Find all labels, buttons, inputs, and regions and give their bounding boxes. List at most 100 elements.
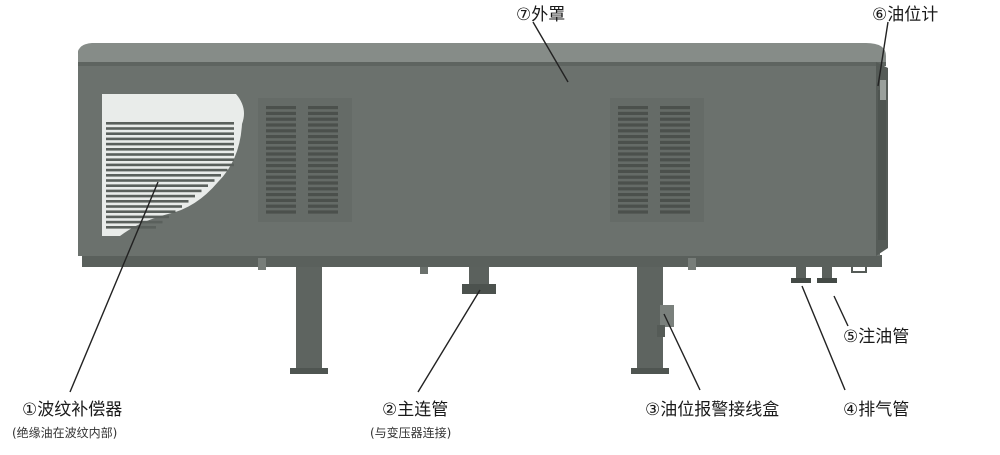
louver-slat: [660, 135, 690, 139]
louver-slat: [660, 204, 690, 208]
bellows-fin: [106, 127, 234, 130]
louver-slat: [266, 152, 296, 156]
louver-slat: [266, 181, 296, 185]
louver-slat: [266, 129, 296, 133]
label-compensator: ①波纹补偿器: [22, 400, 123, 420]
louver-slat: [660, 181, 690, 185]
louver-slat: [266, 198, 296, 202]
louver-slat: [266, 187, 296, 191]
oil-gauge: [880, 80, 886, 100]
bellows-fin: [106, 137, 234, 141]
label-alarm-box: ③油位报警接线盒: [645, 400, 780, 420]
bellows-fin: [106, 226, 156, 229]
louver-slat: [266, 146, 296, 150]
louver-slat: [660, 129, 690, 133]
louver-slat: [308, 117, 338, 121]
oil-level-alarm-box: [657, 305, 674, 337]
louver-slat: [266, 123, 296, 127]
louver-slat: [618, 111, 648, 115]
louver-slat: [618, 164, 648, 168]
louver-slat: [266, 135, 296, 139]
louver-slat: [618, 106, 648, 110]
louver-slat: [660, 175, 690, 179]
louver-slat: [266, 204, 296, 208]
louver-slat: [618, 129, 648, 133]
bellows-fin: [106, 215, 169, 219]
louver-slat: [266, 106, 296, 110]
louver-slat: [308, 193, 338, 197]
louver-slat: [308, 129, 338, 133]
louver-slat: [618, 193, 648, 197]
louver-slat: [660, 123, 690, 127]
louver-slat: [660, 140, 690, 144]
louver-slat: [266, 140, 296, 144]
main-connecting-pipe: [420, 262, 496, 294]
bellows-fin: [106, 194, 195, 198]
bellows-fin: [106, 220, 163, 224]
louver-slat: [618, 158, 648, 162]
bellows-compensator: [102, 94, 244, 236]
louver-slat: [618, 152, 648, 156]
louver-slat: [308, 204, 338, 208]
louver-slat: [660, 198, 690, 202]
leader-lines: [69, 21, 889, 393]
louver-slat: [308, 140, 338, 144]
louver-slat: [618, 140, 648, 144]
louver-slat: [660, 146, 690, 150]
louver-slat: [660, 158, 690, 162]
louver-slat: [660, 152, 690, 156]
bellows-fin: [106, 168, 228, 172]
support-leg-left: [296, 262, 322, 374]
louver-slat: [308, 175, 338, 179]
louver-slat: [618, 181, 648, 185]
louver-slat: [660, 210, 690, 214]
louver-slat: [308, 111, 338, 115]
label-main-pipe: ②主连管: [382, 400, 449, 420]
louver-slat: [618, 210, 648, 214]
bellows-fin: [106, 200, 189, 203]
louver-slat: [618, 204, 648, 208]
louver-slat: [266, 169, 296, 173]
louver-slat: [266, 193, 296, 197]
support-leg-right: [637, 262, 663, 374]
louver-slat: [618, 146, 648, 150]
louver-slat: [308, 146, 338, 150]
label-filling-pipe: ⑤注油管: [843, 327, 910, 347]
louver-slat: [308, 198, 338, 202]
louver-slat: [308, 123, 338, 127]
louver-group-left: [258, 98, 352, 222]
louver-slat: [266, 164, 296, 168]
bellows-fin: [106, 179, 215, 182]
bellows-fin: [106, 132, 234, 135]
bellows-fin: [106, 148, 234, 151]
louver-slat: [618, 123, 648, 127]
louver-slat: [618, 169, 648, 173]
louver-slat: [660, 111, 690, 115]
louver-slat: [308, 152, 338, 156]
louver-slat: [308, 135, 338, 139]
louver-slat: [308, 158, 338, 162]
bellows-fin: [106, 142, 234, 146]
louver-slat: [266, 175, 296, 179]
louver-slat: [266, 158, 296, 162]
label-main-pipe-note: (与变压器连接): [370, 426, 452, 440]
support-legs: [290, 262, 669, 374]
louver-slat: [266, 111, 296, 115]
louver-slat: [660, 164, 690, 168]
louver-slat: [660, 106, 690, 110]
louver-slat: [618, 135, 648, 139]
louver-slat: [308, 169, 338, 173]
louver-slat: [618, 198, 648, 202]
bellows-fin: [106, 163, 234, 167]
louver-slat: [308, 210, 338, 214]
louver-slat: [660, 117, 690, 121]
label-cover: ⑦外罩: [516, 5, 566, 25]
bellows-fin: [106, 210, 176, 213]
louver-slat: [618, 175, 648, 179]
louver-slat: [308, 164, 338, 168]
bellows-fin: [106, 153, 234, 156]
louver-slat: [266, 117, 296, 121]
label-exhaust-pipe: ④排气管: [843, 400, 910, 420]
bellows-fin: [106, 205, 182, 208]
